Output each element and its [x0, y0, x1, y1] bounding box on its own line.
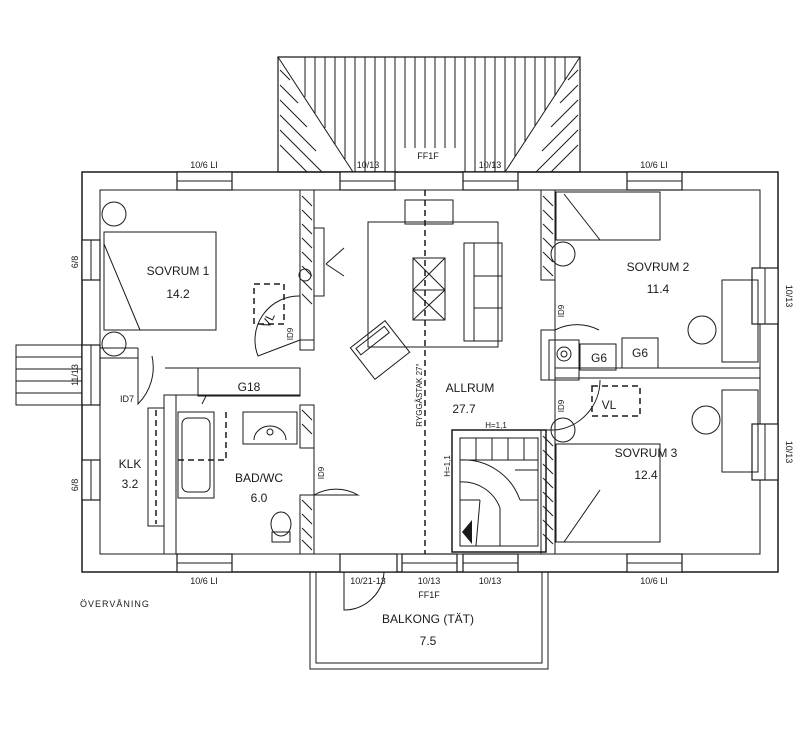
allrum-name: ALLRUM [446, 381, 495, 395]
sovrum1-name: SOVRUM 1 [147, 264, 210, 278]
window-label-bottom-door: 10/21-13 [350, 576, 386, 586]
door-labels: ID9 ID9 ID9 ID9 ID7 [120, 304, 566, 479]
window-label-bottom-mid-right: 10/13 [479, 576, 502, 586]
staircase [451, 429, 547, 553]
bad-fixtures [177, 395, 298, 543]
klk-name: KLK [119, 457, 142, 471]
window-label-right-lower: 10/13 [784, 441, 794, 464]
ryggastak-note: RYGGÅSTAK 27° [415, 363, 424, 426]
klk-shelves [147, 407, 165, 527]
sovrum2-name: SOVRUM 2 [627, 260, 690, 274]
klk-area: 3.2 [122, 477, 139, 491]
interior-walls [100, 189, 760, 555]
allrum-furniture [349, 190, 503, 554]
allrum-area: 27.7 [452, 402, 476, 416]
vl-label-right: VL [602, 398, 617, 412]
badwc-name: BAD/WC [235, 471, 283, 485]
window-label-top-center: FF1F [417, 151, 439, 161]
window-label-left-mid: 11/13 [70, 364, 80, 386]
window-label-bottom-center: FF1F [418, 590, 440, 600]
sovrum1-area: 14.2 [166, 287, 190, 301]
window-label-top-mid-left: 10/13 [357, 160, 380, 170]
sovrum3-area: 12.4 [634, 468, 658, 482]
vl-label-left: VL [259, 310, 278, 330]
window-labels: 10/6 LI 10/13 FF1F 10/13 10/6 LI 10/6 LI… [70, 151, 794, 600]
fixture-labels: VL VL G18 G6 G6 [238, 310, 649, 412]
doors [137, 280, 601, 496]
stair-height-top: H=1,1 [485, 421, 507, 430]
window-label-top-left: 10/6 LI [190, 160, 218, 170]
g6-label-b: G6 [632, 346, 648, 360]
window-label-bottom-right: 10/6 LI [640, 576, 668, 586]
window-label-right-upper: 10/13 [784, 285, 794, 308]
sovrum2-furniture [550, 191, 759, 363]
stair-height-side: H=1,1 [443, 455, 452, 477]
room-labels: SOVRUM 1 14.2 SOVRUM 2 11.4 SOVRUM 3 12.… [119, 260, 690, 648]
door-label-sovrum3: ID9 [557, 399, 566, 412]
badwc-area: 6.0 [251, 491, 268, 505]
window-label-bottom-left: 10/6 LI [190, 576, 218, 586]
vent-boxes [253, 283, 641, 417]
sovrum1-furniture [101, 201, 345, 357]
sovrum2-area: 11.4 [647, 282, 670, 296]
window-label-left-upper: 6/8 [70, 256, 80, 269]
door-label-klk: ID7 [120, 394, 134, 404]
dormer-roof [277, 56, 581, 173]
notes: RYGGÅSTAK 27° H=1,1 H=1,1 [415, 363, 507, 476]
window-label-bottom-mid: 10/13 [418, 576, 441, 586]
wardrobes [197, 337, 659, 397]
window-label-top-mid-right: 10/13 [479, 160, 502, 170]
door-label-sovrum2: ID9 [557, 304, 566, 317]
door-label-sovrum1: ID9 [286, 327, 295, 340]
g18-label: G18 [238, 380, 261, 394]
sovrum3-furniture [550, 389, 759, 543]
plan-title: ÖVERVÅNING [80, 599, 150, 609]
balkong-name: BALKONG (TÄT) [382, 612, 474, 626]
window-label-left-lower: 6/8 [70, 479, 80, 492]
window-label-top-right: 10/6 LI [640, 160, 668, 170]
balkong-area: 7.5 [420, 634, 437, 648]
g6-label-a: G6 [591, 351, 607, 365]
door-label-badwc: ID9 [317, 466, 326, 479]
sovrum3-name: SOVRUM 3 [615, 446, 678, 460]
windows [81, 171, 779, 573]
